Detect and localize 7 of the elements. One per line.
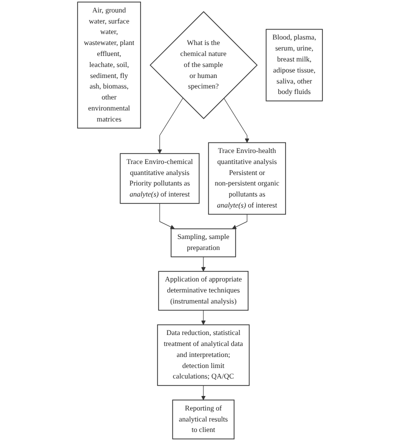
arrow: [224, 98, 250, 143]
arrow: [201, 310, 206, 325]
arrow: [201, 256, 206, 272]
arrow: [157, 98, 184, 154]
arrow: [159, 203, 175, 230]
arrow: [232, 214, 248, 230]
arrow: [201, 385, 206, 400]
